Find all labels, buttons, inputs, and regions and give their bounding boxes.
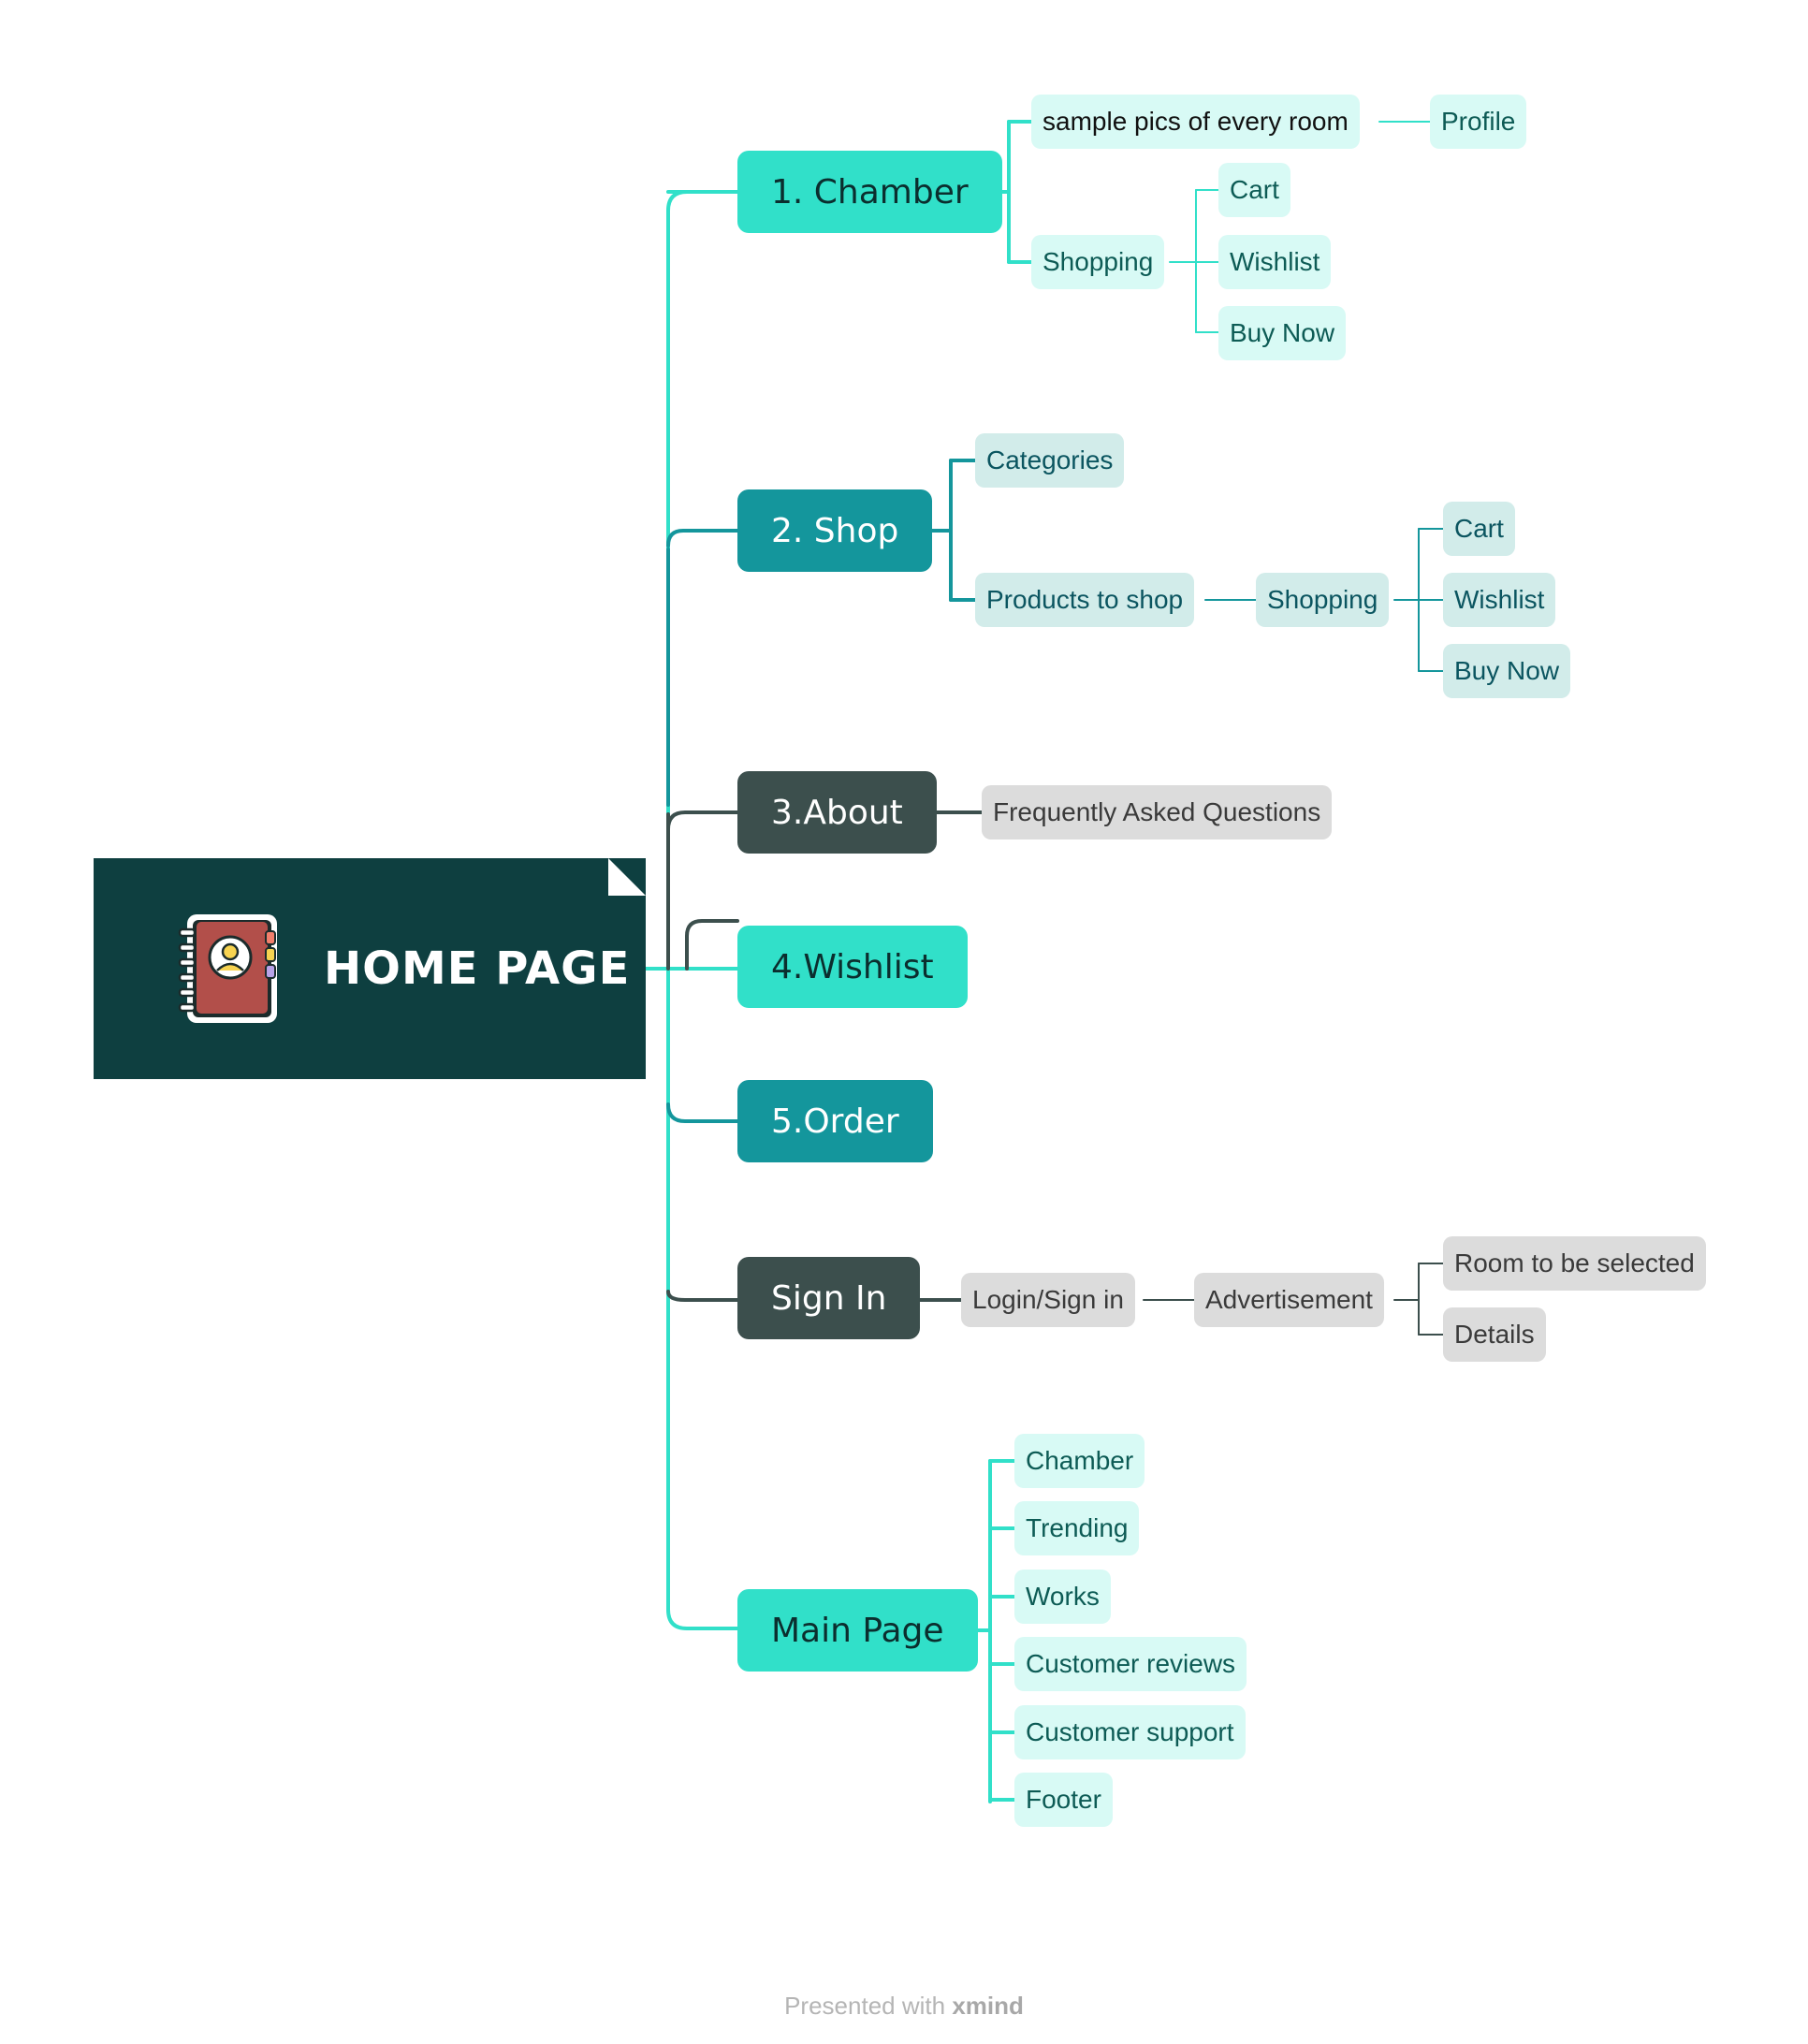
subtopic-customer-reviews[interactable]: Customer reviews	[1014, 1637, 1247, 1691]
presented-with-footer: Presented with xmind	[0, 1992, 1808, 2021]
subtopic-footer[interactable]: Footer	[1014, 1773, 1113, 1827]
topic-wishlist[interactable]: 4.Wishlist	[737, 926, 968, 1008]
footer-prefix: Presented with	[784, 1992, 946, 2020]
root-title: HOME PAGE	[324, 942, 631, 995]
subtopic-wishlist[interactable]: Wishlist	[1443, 573, 1556, 627]
address-book-icon	[178, 914, 277, 1023]
topic-shop[interactable]: 2. Shop	[737, 489, 933, 572]
subtopic-profile[interactable]: Profile	[1430, 95, 1527, 149]
topic-about[interactable]: 3.About	[737, 771, 937, 854]
subtopic-shopping[interactable]: Shopping	[1256, 573, 1390, 627]
subtopic-room-to-be-selected[interactable]: Room to be selected	[1443, 1236, 1706, 1291]
subtopic-details[interactable]: Details	[1443, 1307, 1546, 1362]
subtopic-sample-pics[interactable]: sample pics of every room	[1031, 95, 1360, 149]
xmind-brand[interactable]: xmind	[952, 1992, 1024, 2020]
subtopic-advertisement[interactable]: Advertisement	[1194, 1273, 1384, 1327]
subtopic-trending[interactable]: Trending	[1014, 1501, 1140, 1555]
subtopic-customer-support[interactable]: Customer support	[1014, 1705, 1246, 1759]
subtopic-wishlist[interactable]: Wishlist	[1218, 235, 1332, 289]
subtopic-categories[interactable]: Categories	[975, 433, 1125, 488]
topic-chamber[interactable]: 1. Chamber	[737, 151, 1002, 233]
subtopic-buy-now[interactable]: Buy Now	[1443, 644, 1571, 698]
topic-order[interactable]: 5.Order	[737, 1080, 933, 1162]
subtopic-buy-now[interactable]: Buy Now	[1218, 306, 1347, 360]
subtopic-faq[interactable]: Frequently Asked Questions	[982, 785, 1333, 840]
subtopic-cart[interactable]: Cart	[1443, 502, 1515, 556]
subtopic-cart[interactable]: Cart	[1218, 163, 1290, 217]
root-topic[interactable]: HOME PAGE	[94, 858, 646, 1079]
subtopic-login[interactable]: Login/Sign in	[961, 1273, 1135, 1327]
subtopic-shopping[interactable]: Shopping	[1031, 235, 1165, 289]
subtopic-products-to-shop[interactable]: Products to shop	[975, 573, 1195, 627]
topic-sign-in[interactable]: Sign In	[737, 1257, 921, 1339]
topic-main-page[interactable]: Main Page	[737, 1589, 978, 1672]
subtopic-works[interactable]: Works	[1014, 1570, 1111, 1624]
subtopic-chamber[interactable]: Chamber	[1014, 1434, 1145, 1488]
